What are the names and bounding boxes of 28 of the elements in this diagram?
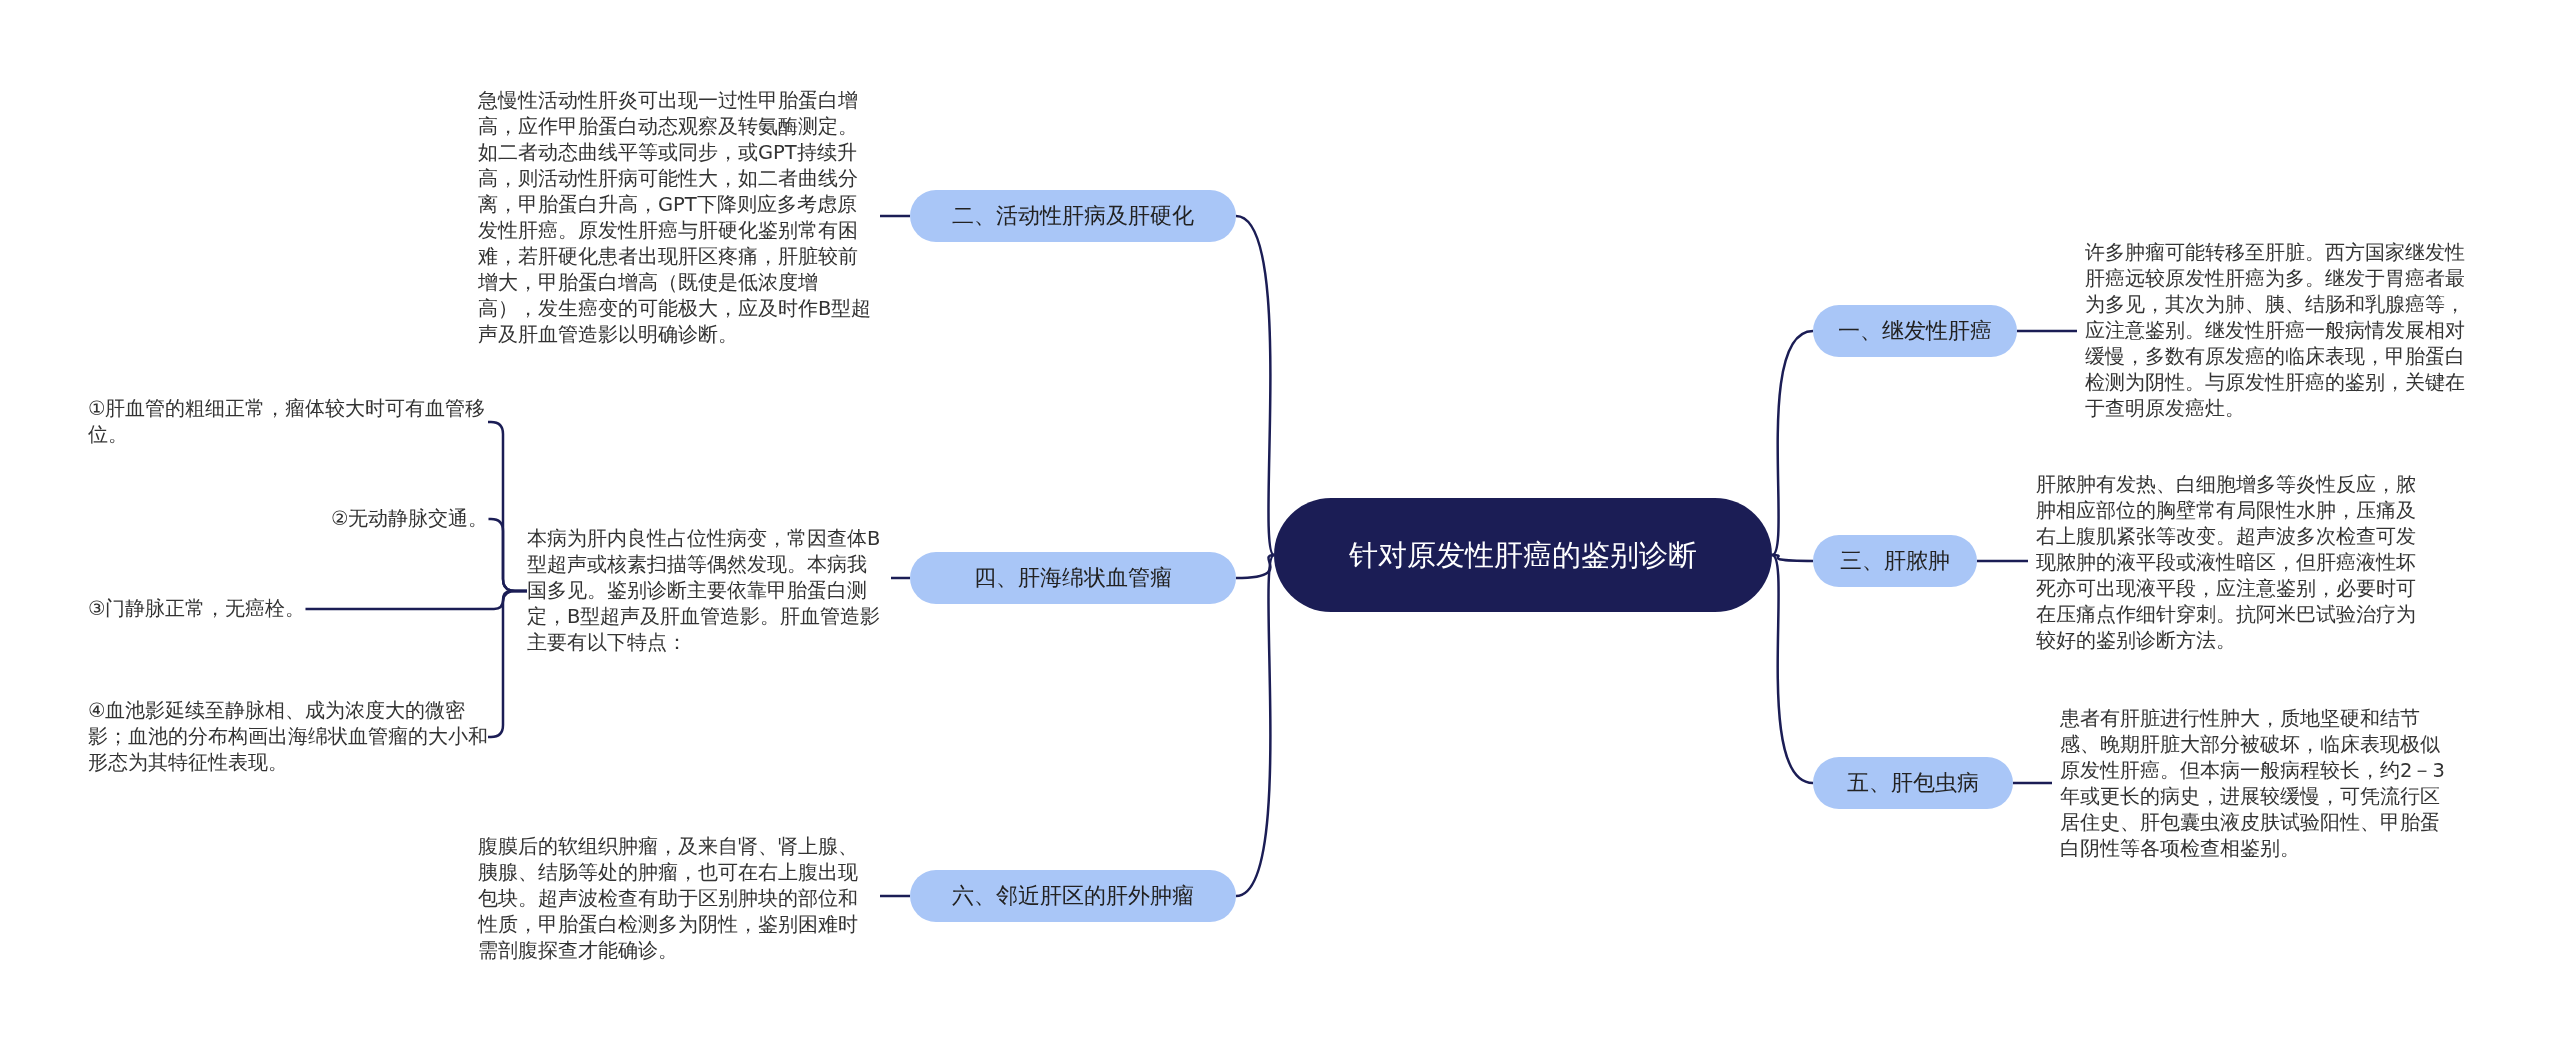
connector-line	[1235, 554, 1276, 898]
connector-line	[880, 894, 910, 898]
connector-line	[2017, 329, 2077, 333]
note-text: ④血池影延续至静脉相、成为浓度大的微密影；血池的分布构画出海绵状血管瘤的大小和形态为其特征性表现。	[88, 698, 488, 776]
connector-line	[1977, 559, 2028, 563]
topic-node: 五、肝包虫病	[1813, 757, 2013, 809]
topic-node: 一、继发性肝癌	[1813, 305, 2017, 357]
topic-node: 二、活动性肝病及肝硬化	[910, 190, 1236, 242]
topic-node: 六、邻近肝区的肝外肿瘤	[910, 870, 1236, 922]
note-text: ①肝血管的粗细正常，瘤体较大时可有血管移位。	[88, 396, 488, 448]
note-text: 本病为肝内良性占位性病变，常因查体B型超声或核素扫描等偶然发现。本病我国多见。鉴别诊断主要依靠甲胎蛋白测定，B型超声及肝血管造影。肝血管造影主要有以下特点：	[527, 526, 883, 656]
connector-line	[1771, 329, 1814, 556]
note-text: 急慢性活动性肝炎可出现一过性甲胎蛋白增高，应作甲胎蛋白动态观察及转氨酶测定。如二者动态曲线平等或同步，或GPT持续升高，则活动性肝病可能性大，如二者曲线分离，甲胎蛋白升高，GPT下降则应多考虑原发性肝癌。原发性肝癌与肝硬化鉴别常有困难，若肝硬化患者出现肝区疼痛，肝脏较前增大，甲胎蛋白增高（既使是低浓度增高），发生癌变的可能极大，应及时作B型超声及肝血管造影以明确诊断。	[478, 88, 872, 348]
note-text: 许多肿瘤可能转移至肝脏。西方国家继发性肝癌远较原发性肝癌为多。继发于胃癌者最为多见，其次为肺、胰、结肠和乳腺癌等，应注意鉴别。继发性肝癌一般病情发展相对缓慢，多数有原发癌的临床表现，甲胎蛋白检测为阴性。与原发性肝癌的鉴别，关键在于查明原发癌灶。	[2085, 240, 2477, 422]
connector-line	[891, 576, 910, 580]
topic-node: 三、肝脓肿	[1813, 535, 1977, 587]
connector-line	[2013, 781, 2052, 785]
note-text: 患者有肝脏进行性肿大，质地坚硬和结节感、晚期肝脏大部分被破坏，临床表现极似原发性肝癌。但本病一般病程较长，约2－3年或更长的病史，进展较缓慢，可凭流行区居住史、肝包囊虫液皮肤试验阳性、甲胎蛋白阴性等各项检查相鉴别。	[2060, 706, 2452, 862]
topic-node: 四、肝海绵状血管瘤	[910, 552, 1236, 604]
connector-line	[880, 214, 910, 218]
connector-line	[1771, 554, 1814, 785]
connector-line	[1235, 553, 1275, 580]
note-text: ②无动静脉交通。	[331, 506, 489, 532]
note-text: 腹膜后的软组织肿瘤，及来自肾、肾上腺、胰腺、结肠等处的肿瘤，也可在右上腹出现包块。超声波检查有助于区别肿块的部位和性质，甲胎蛋白检测多为阴性，鉴别困难时需剖腹探查才能确诊。	[478, 834, 872, 964]
note-text: 肝脓肿有发热、白细胞增多等炎性反应，脓肿相应部位的胸壁常有局限性水肿，压痛及右上腹肌紧张等改变。超声波多次检查可发现脓肿的液平段或液性暗区，但肝癌液性坏死亦可出现液平段，应注意鉴别，必要时可在压痛点作细针穿刺。抗阿米巴试验治疗为较好的鉴别诊断方法。	[2036, 472, 2428, 654]
central-topic: 针对原发性肝癌的鉴别诊断	[1274, 498, 1772, 612]
connector-line	[1235, 214, 1276, 556]
note-text: ③门静脉正常，无癌栓。	[88, 596, 306, 622]
